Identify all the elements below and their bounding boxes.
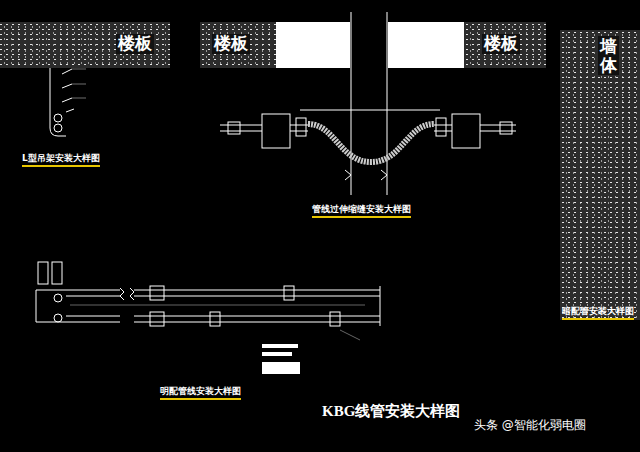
slab-label: 墙体: [598, 36, 619, 75]
sheet-title: KBG线管安装大样图: [322, 402, 460, 421]
slab-band: 楼板: [464, 22, 546, 68]
wall-band: 墙体: [560, 30, 640, 320]
detail-caption: 明配管线安装大样图: [160, 386, 241, 400]
slab-label: 楼板: [212, 34, 250, 54]
slab-label: 楼板: [482, 34, 520, 54]
detail-caption: L型吊架安装大样图: [22, 153, 100, 167]
detail-caption: 暗配管安装大样图: [562, 306, 634, 320]
slab-band: 楼板: [0, 22, 170, 68]
watermark: 头条 @智能化弱电圈: [474, 418, 586, 432]
slab-label: 楼板: [116, 34, 154, 54]
detail-caption: 管线过伸缩缝安装大样图: [312, 204, 411, 218]
slab-band: 楼板: [200, 22, 276, 68]
